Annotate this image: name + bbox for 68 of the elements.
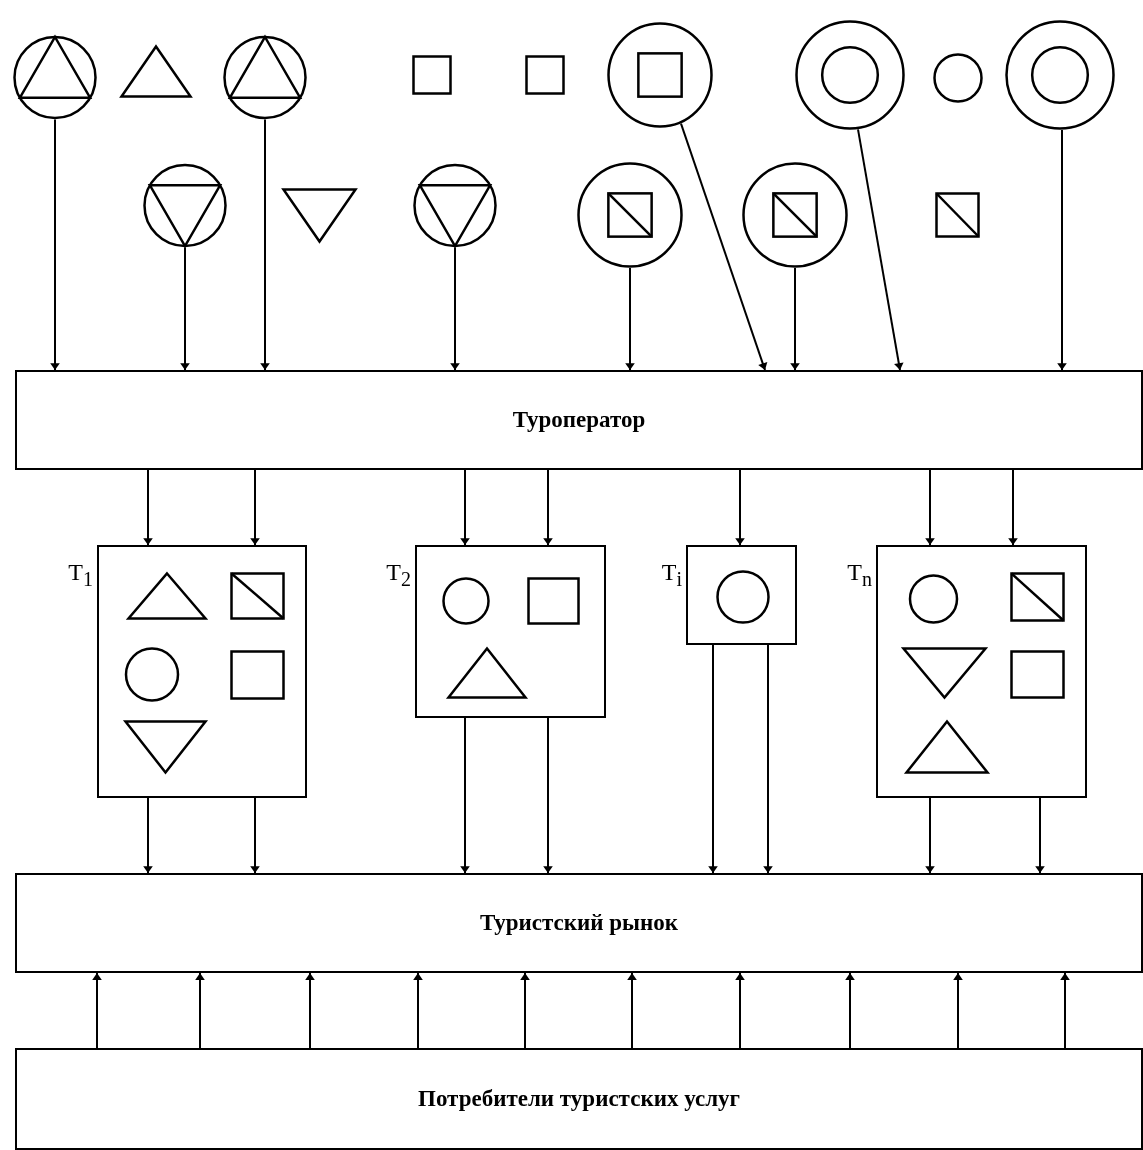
- circle-symbol: [442, 577, 490, 625]
- arrow: [1008, 469, 1018, 546]
- process-bar: [15, 873, 1143, 973]
- circled-box-symbol: [606, 22, 714, 128]
- circle-symbol: [933, 53, 983, 103]
- arrow: [763, 644, 773, 874]
- box-symbol: [230, 650, 285, 700]
- arrow: [735, 972, 745, 1049]
- inverted-triangle-symbol: [902, 647, 987, 699]
- arrow: [857, 128, 904, 371]
- crossed-box-symbol: [1010, 572, 1065, 622]
- circled-crossed-box-symbol: [577, 162, 683, 268]
- arrow: [953, 972, 963, 1049]
- arrow: [250, 469, 260, 546]
- arrow: [1057, 128, 1067, 371]
- inverted-triangle-symbol: [124, 720, 207, 774]
- arrow: [143, 797, 153, 874]
- arrow: [260, 118, 270, 371]
- arrow: [1035, 797, 1045, 874]
- arrow: [543, 717, 553, 874]
- arrow: [180, 246, 190, 371]
- arrow: [790, 267, 800, 371]
- arrow: [520, 972, 530, 1049]
- arrow: [460, 717, 470, 874]
- bar-label: Потребители туристских услуг: [418, 1086, 740, 1112]
- crossed-box-symbol: [935, 192, 980, 238]
- arrow: [450, 246, 460, 371]
- box-symbol: [412, 55, 452, 95]
- bar-label: Туроператор: [512, 407, 646, 433]
- arrow: [143, 469, 153, 546]
- arrow: [413, 972, 423, 1049]
- circle-symbol: [122, 647, 182, 702]
- double-circle-symbol: [795, 20, 905, 130]
- triangle-symbol: [447, 647, 527, 699]
- product-label: T$_{2}$: [386, 559, 411, 591]
- product-label: T$_{n}$: [847, 559, 872, 591]
- process-bar: [15, 1048, 1143, 1150]
- triangle-symbol: [120, 45, 192, 98]
- triangle-symbol: [127, 572, 207, 620]
- arrow: [708, 644, 718, 874]
- arrow: [250, 797, 260, 874]
- arrow: [460, 469, 470, 546]
- arrow: [50, 118, 60, 371]
- arrow: [195, 972, 205, 1049]
- arrow: [543, 469, 553, 546]
- arrow: [1060, 972, 1070, 1049]
- box-symbol: [1010, 650, 1065, 699]
- product-label: T$_{1}$: [68, 559, 93, 591]
- triangle-symbol: [905, 720, 989, 774]
- double-circle-symbol: [1005, 20, 1115, 130]
- process-bar: [15, 370, 1143, 470]
- arrow: [305, 972, 315, 1049]
- arrow: [845, 972, 855, 1049]
- box-symbol: [525, 55, 565, 95]
- arrow: [625, 267, 635, 371]
- circled-crossed-box-symbol: [742, 162, 848, 268]
- product-label: T$_{i}$: [661, 559, 682, 591]
- arrow: [925, 469, 935, 546]
- arrow: [92, 972, 102, 1049]
- arrow: [627, 972, 637, 1049]
- crossed-box-symbol: [230, 572, 285, 620]
- circle-symbol: [714, 570, 772, 624]
- bar-label: Туристский рынок: [480, 910, 678, 936]
- arrow: [680, 122, 768, 371]
- arrow: [925, 797, 935, 874]
- box-symbol: [527, 577, 580, 625]
- arrow: [735, 469, 745, 546]
- inverted-triangle-symbol: [282, 188, 357, 243]
